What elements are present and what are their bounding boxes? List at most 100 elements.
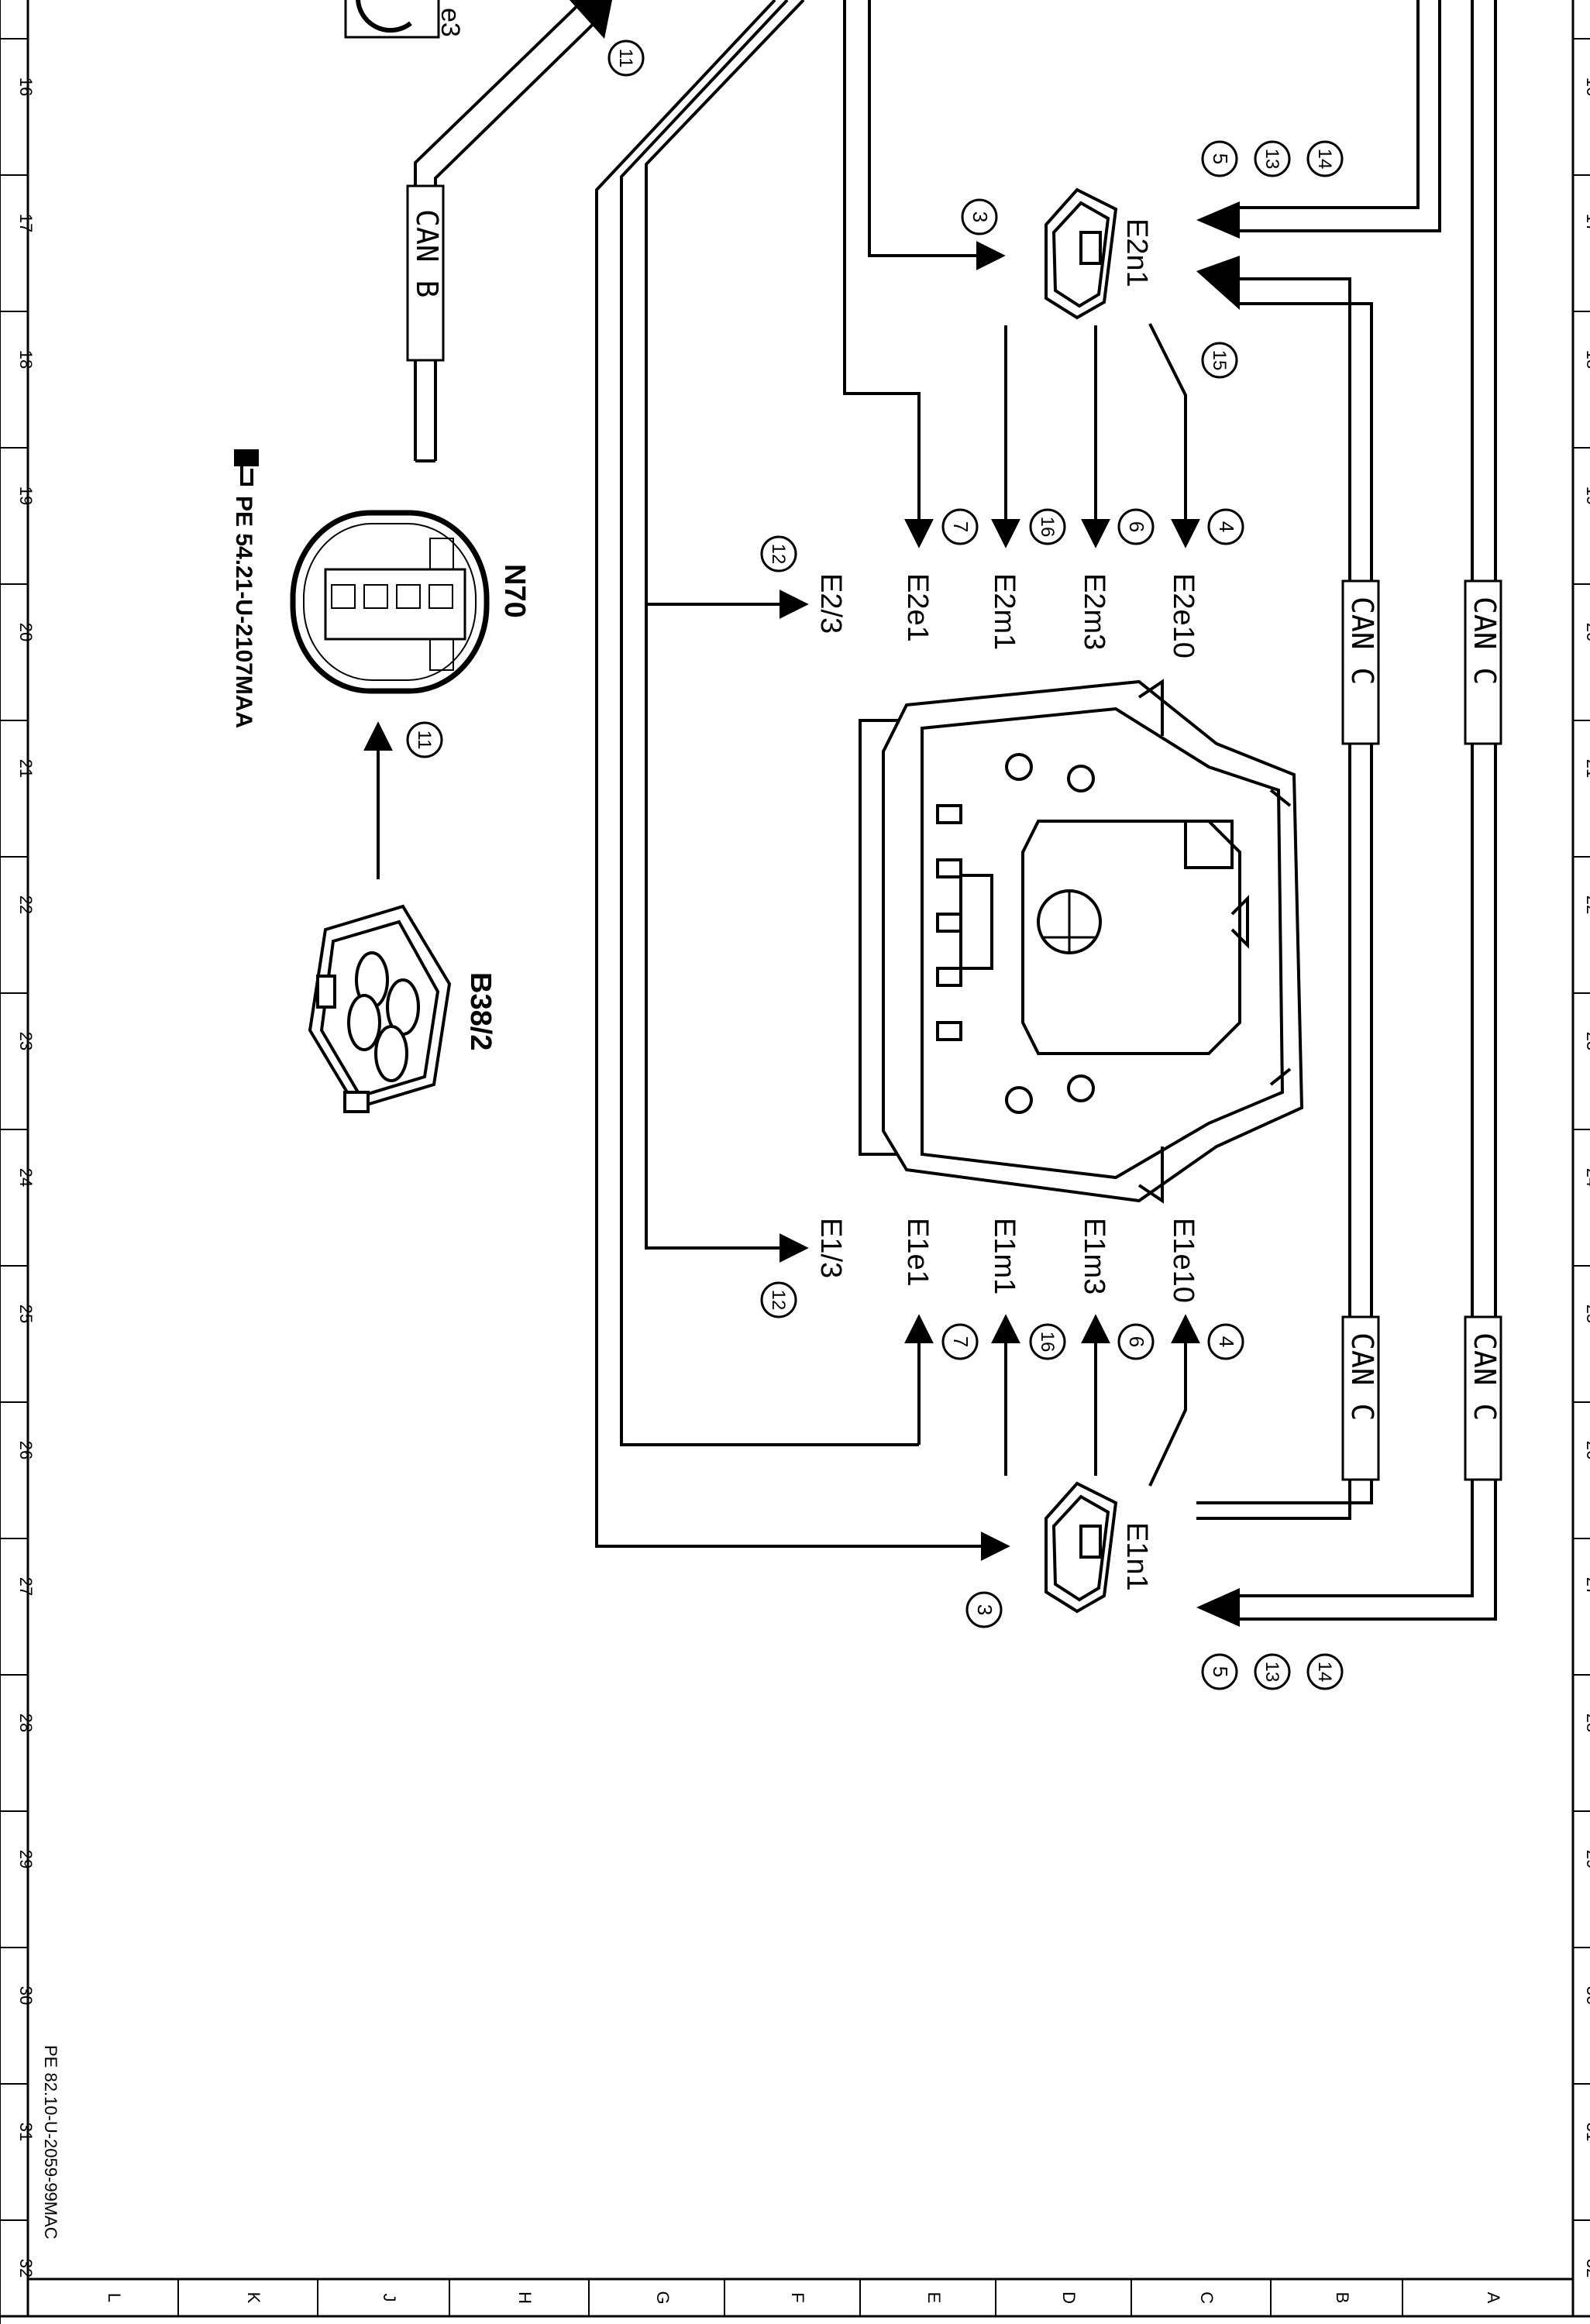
callout-13: 13	[1254, 1653, 1291, 1690]
can-c-label-3: CAN C	[1341, 1315, 1380, 1481]
row-label: 29	[16, 1850, 36, 1868]
row-label: 27	[1583, 1577, 1590, 1596]
callout-12: 12	[760, 535, 797, 572]
can-c-label-4: CAN C	[1464, 1315, 1502, 1481]
callout-15: 15	[1201, 342, 1238, 379]
svg-text:12: 12	[768, 544, 789, 565]
e1n1-module	[1045, 1481, 1118, 1614]
n70-overhead-control-panel	[290, 510, 490, 694]
col-label: B	[1333, 2292, 1352, 2304]
label-e1e1: E1e1	[901, 1218, 934, 1287]
row-label: 18	[16, 350, 36, 369]
svg-text:16: 16	[1037, 517, 1058, 538]
callouts: 11 11 5 13 14 3 15 12 7 16 6 4 12 7 16 6…	[406, 40, 1344, 1690]
row-label: 32	[16, 2259, 36, 2278]
row-label: 22	[1583, 896, 1590, 914]
svg-text:6: 6	[1125, 1336, 1148, 1347]
col-label: C	[1197, 2291, 1217, 2304]
label-e1-3: E1/3	[814, 1218, 847, 1278]
callout-12: 12	[760, 1281, 797, 1318]
callout-14: 14	[1306, 140, 1344, 177]
arrow-e1e10	[1148, 1314, 1200, 1487]
svg-text:13: 13	[1261, 149, 1282, 170]
row-label: 21	[16, 759, 36, 778]
svg-text:e3: e3	[435, 8, 465, 37]
svg-text:CAN C: CAN C	[1468, 1332, 1502, 1421]
row-label: 32	[1583, 2259, 1590, 2278]
row-label: 17	[16, 214, 36, 232]
svg-text:15: 15	[1209, 350, 1230, 371]
callout-11: 11	[406, 721, 443, 758]
svg-text:5: 5	[1209, 1666, 1232, 1677]
arrow-e2e10	[1148, 323, 1200, 548]
callout-7: 7	[941, 1323, 979, 1360]
can-c-label-1: CAN C	[1341, 579, 1380, 745]
callout-4: 4	[1207, 1323, 1244, 1360]
can-b-bus	[414, 0, 607, 462]
row-label: 31	[16, 2123, 36, 2141]
callout-4: 4	[1207, 508, 1244, 545]
col-label: K	[244, 2292, 263, 2304]
document-code: PE 82.10-U-2059-99MAC	[41, 2045, 60, 2240]
row-label: 30	[1583, 1986, 1590, 2005]
row-label: 16	[1583, 77, 1590, 96]
label-e2-3: E2/3	[814, 573, 847, 634]
svg-text:13: 13	[1261, 1662, 1282, 1683]
row-label: 29	[1583, 1850, 1590, 1868]
svg-text:CAN C: CAN C	[1468, 596, 1502, 685]
row-label: 23	[1583, 1032, 1590, 1050]
col-label: L	[105, 2293, 124, 2302]
svg-text:11: 11	[615, 49, 636, 68]
label-b38-2: B38/2	[464, 972, 497, 1050]
row-label: 25	[16, 1305, 36, 1323]
arrow-can-c-e1n1	[1196, 1588, 1240, 1627]
svg-text:CAN B: CAN B	[410, 209, 444, 297]
label-e2m3: E2m3	[1078, 573, 1110, 650]
svg-text:5: 5	[1209, 153, 1232, 164]
label-e2e1: E2e1	[901, 573, 934, 642]
col-label: E	[924, 2292, 944, 2304]
callout-16: 16	[1029, 508, 1066, 545]
callout-11: 11	[607, 40, 645, 77]
e2n1-module	[1045, 187, 1118, 320]
svg-text:CAN C: CAN C	[1345, 596, 1379, 685]
svg-text:14: 14	[1314, 149, 1335, 170]
col-label: D	[1059, 2291, 1079, 2304]
svg-text:4: 4	[1215, 521, 1238, 532]
svg-text:12: 12	[768, 1290, 789, 1311]
label-n70: N70	[498, 564, 531, 618]
svg-text:PE 54.21-U-2107MAA: PE 54.21-U-2107MAA	[231, 496, 256, 728]
svg-text:CAN C: CAN C	[1345, 1332, 1379, 1421]
vehicle-front-view	[859, 679, 1304, 1204]
label-e1e10: E1e10	[1167, 1218, 1199, 1303]
callout-3: 3	[961, 198, 998, 235]
reference-note: PE 54.21-U-2107MAA	[231, 449, 259, 728]
row-label: 17	[1583, 214, 1590, 232]
callout-14: 14	[1306, 1653, 1344, 1690]
callout-5: 5	[1201, 140, 1238, 177]
callout-6: 6	[1117, 508, 1155, 545]
row-label: 20	[16, 623, 36, 641]
arrow-can-c-e2n1-in	[1196, 256, 1240, 310]
svg-text:3: 3	[969, 211, 992, 222]
row-label: 19	[16, 486, 36, 505]
svg-text:6: 6	[1125, 521, 1148, 532]
label-e1m3: E1m3	[1078, 1218, 1110, 1294]
right-ruler	[1573, 38, 1590, 2221]
row-label: 20	[1583, 623, 1590, 641]
row-label: 26	[1583, 1441, 1590, 1459]
col-label: A	[1484, 2292, 1503, 2304]
row-labels-left: 16 17 18 19 20 21 22 23 24 25 26 27 28 2…	[16, 77, 36, 2278]
col-label: F	[788, 2292, 807, 2302]
row-label: 31	[1583, 2123, 1590, 2141]
can-b-label: CAN B	[406, 184, 445, 362]
partial-component-e3: e3	[344, 0, 465, 39]
row-label: 24	[16, 1168, 36, 1187]
row-label: 28	[1583, 1714, 1590, 1732]
svg-text:14: 14	[1314, 1662, 1335, 1683]
svg-text:7: 7	[949, 521, 972, 532]
col-label: H	[515, 2291, 535, 2304]
row-label: 22	[16, 896, 36, 914]
